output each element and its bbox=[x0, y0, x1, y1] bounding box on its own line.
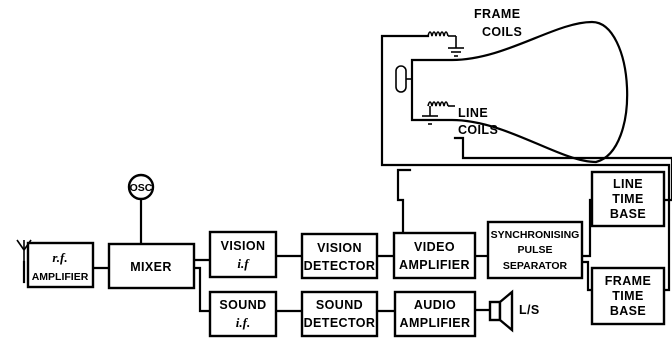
svg-text:r.f.: r.f. bbox=[52, 250, 67, 265]
svg-text:LINE: LINE bbox=[613, 177, 643, 191]
vision-if-block: VISION i.f bbox=[208, 230, 278, 279]
svg-text:TIME: TIME bbox=[612, 192, 643, 206]
svg-text:DETECTOR: DETECTOR bbox=[304, 259, 376, 273]
svg-text:i.f.: i.f. bbox=[236, 315, 250, 330]
svg-text:BASE: BASE bbox=[610, 207, 646, 221]
svg-text:AMPLIFIER: AMPLIFIER bbox=[399, 258, 470, 272]
video-amplifier-block: VIDEO AMPLIFIER bbox=[392, 231, 477, 280]
audio-amplifier-block: AUDIO AMPLIFIER bbox=[393, 290, 477, 338]
svg-text:SOUND: SOUND bbox=[316, 298, 363, 312]
line-coils-icon bbox=[422, 101, 455, 125]
svg-text:VIDEO: VIDEO bbox=[414, 240, 455, 254]
svg-text:TIME: TIME bbox=[612, 289, 643, 303]
frame-time-base-block: FRAME TIME BASE bbox=[590, 266, 666, 326]
mixer-block: MIXER bbox=[107, 242, 196, 290]
svg-text:MIXER: MIXER bbox=[130, 260, 172, 274]
sync-separator-block: SYNCHRONISING PULSE SEPARATOR bbox=[486, 220, 584, 280]
svg-text:DETECTOR: DETECTOR bbox=[304, 316, 376, 330]
svg-text:SOUND: SOUND bbox=[219, 298, 266, 312]
loudspeaker-label: L/S bbox=[519, 303, 540, 317]
oscillator-block: OSC bbox=[127, 173, 155, 201]
svg-text:AMPLIFIER: AMPLIFIER bbox=[32, 271, 89, 283]
vision-detector-block: VISION DETECTOR bbox=[300, 232, 379, 280]
svg-text:FRAME: FRAME bbox=[605, 274, 651, 288]
loudspeaker-icon bbox=[488, 289, 514, 333]
svg-text:SYNCHRONISING: SYNCHRONISING bbox=[491, 229, 580, 241]
svg-text:AUDIO: AUDIO bbox=[414, 298, 456, 312]
frame-coils-label: FRAME COILS bbox=[474, 7, 524, 39]
line-time-base-block: LINE TIME BASE bbox=[590, 170, 666, 228]
svg-text:OSC: OSC bbox=[130, 182, 153, 194]
svg-text:VISION: VISION bbox=[221, 239, 266, 253]
line-coils-label: LINE COILS bbox=[458, 106, 498, 137]
rf-amplifier-block: r.f. AMPLIFIER bbox=[26, 241, 95, 289]
sound-if-block: SOUND i.f. bbox=[208, 290, 278, 338]
svg-text:SEPARATOR: SEPARATOR bbox=[503, 260, 568, 272]
svg-text:AMPLIFIER: AMPLIFIER bbox=[400, 316, 471, 330]
svg-text:PULSE: PULSE bbox=[517, 244, 552, 256]
crt-tube bbox=[395, 20, 629, 164]
sound-detector-block: SOUND DETECTOR bbox=[300, 290, 379, 338]
frame-coils-icon bbox=[427, 31, 464, 57]
svg-text:i.f: i.f bbox=[237, 256, 250, 271]
svg-text:BASE: BASE bbox=[610, 304, 646, 318]
svg-text:VISION: VISION bbox=[317, 241, 362, 255]
